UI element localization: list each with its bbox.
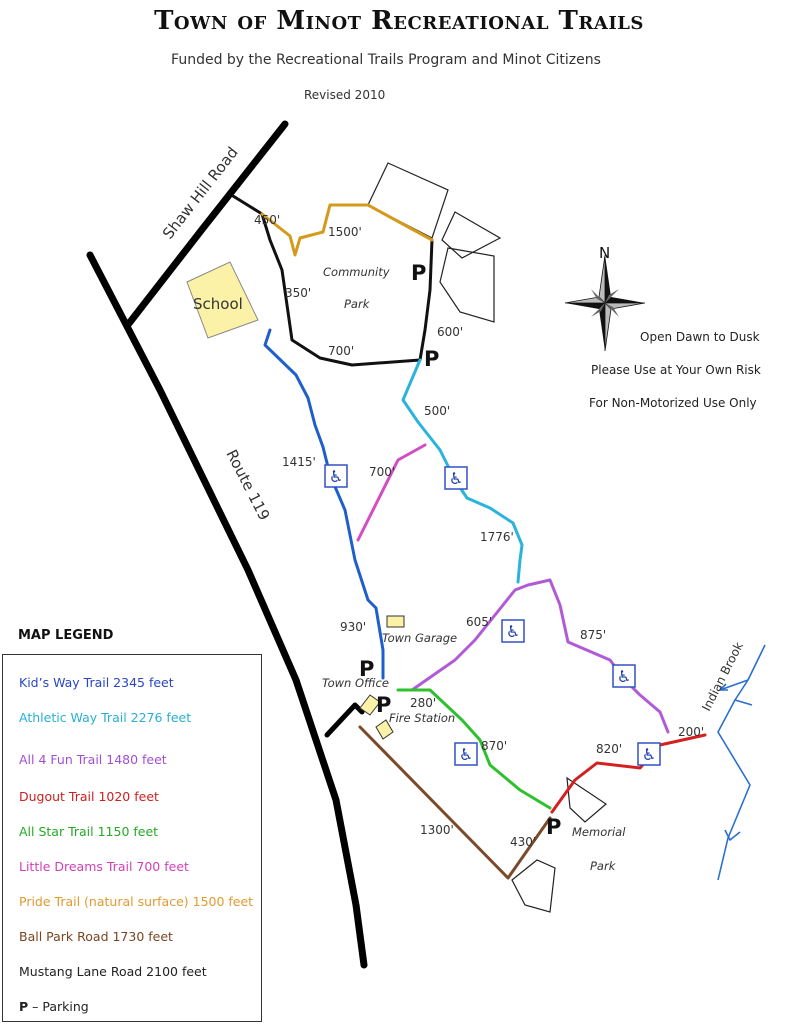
notice-non-motorized: For Non-Motorized Use Only — [589, 396, 757, 410]
parking-marker: P — [359, 657, 374, 681]
legend-dugout: Dugout Trail 1020 feet — [19, 789, 159, 804]
parking-marker: P — [546, 815, 561, 839]
compass-north-label: N — [599, 244, 610, 262]
pride-trail — [260, 203, 434, 257]
distance-label: 1415' — [282, 455, 316, 469]
distance-label: 820' — [596, 742, 622, 756]
community-park-label: Community — [323, 265, 390, 279]
notice-hours: Open Dawn to Dusk — [640, 330, 760, 344]
little-dreams-trail — [356, 443, 427, 542]
legend-little-dreams: Little Dreams Trail 700 feet — [19, 859, 189, 874]
svg-text:♿: ♿ — [329, 467, 343, 486]
distance-label: 500' — [424, 404, 450, 418]
parking-marker: P — [376, 693, 391, 717]
distance-label: 700' — [328, 344, 354, 358]
wheelchair-icon: ♿ — [444, 466, 468, 490]
svg-text:♿: ♿ — [449, 469, 463, 488]
school-building — [186, 261, 259, 339]
distance-label: 870' — [481, 739, 507, 753]
wheelchair-icon: ♿ — [501, 619, 525, 643]
building — [439, 247, 495, 323]
legend-parking-symbol: P — [19, 999, 29, 1014]
building — [367, 162, 449, 239]
distance-label: 930' — [340, 620, 366, 634]
shaw-hill-road — [123, 120, 289, 330]
revision-note: Revised 2010 — [304, 88, 386, 102]
building — [441, 211, 502, 259]
map-subtitle: Funded by the Recreational Trails Progra… — [171, 52, 601, 68]
distance-label: 875' — [580, 628, 606, 642]
wheelchair-icon: ♿ — [454, 742, 478, 766]
brook-arrow — [719, 683, 728, 691]
distance-label: 450' — [254, 213, 280, 227]
wheelchair-icon: ♿ — [637, 742, 661, 766]
svg-text:♿: ♿ — [617, 667, 631, 686]
distance-label: 605' — [466, 615, 492, 629]
svg-text:♿: ♿ — [459, 745, 473, 764]
access-road — [324, 702, 365, 738]
town-garage-label: Town Garage — [382, 631, 457, 645]
ball-park-road — [358, 725, 552, 880]
distance-label: 1776' — [480, 530, 514, 544]
legend-parking: P – Parking — [19, 999, 89, 1014]
legend-athletic-way: Athletic Way Trail 2276 feet — [19, 710, 192, 725]
legend-parking-text: – Parking — [28, 999, 89, 1014]
route-119-road — [86, 251, 368, 969]
all-star-trail — [396, 688, 552, 810]
indian-brook-label: Indian Brook — [699, 640, 746, 714]
wheelchair-icon: ♿ — [324, 464, 348, 488]
legend-kids-way: Kid’s Way Trail 2345 feet — [19, 675, 174, 690]
legend-mustang-lane-road: Mustang Lane Road 2100 feet — [19, 964, 207, 979]
svg-text:♿: ♿ — [506, 622, 520, 641]
town-office-building — [359, 694, 381, 716]
distance-label: 1500' — [328, 225, 362, 239]
distance-label: 280' — [410, 696, 436, 710]
town-garage-building — [386, 615, 405, 628]
legend-all-4-fun: All 4 Fun Trail 1480 feet — [19, 752, 167, 767]
memorial-park-label-line2: Park — [590, 859, 617, 873]
distance-label: 600' — [437, 325, 463, 339]
community-park-label-line2: Park — [344, 297, 371, 311]
distance-label: 1300' — [420, 823, 454, 837]
brook-tributary — [734, 699, 753, 706]
town-office-label: Town Office — [322, 676, 389, 690]
svg-text:♿: ♿ — [642, 745, 656, 764]
legend-all-star: All Star Trail 1150 feet — [19, 824, 159, 839]
distance-label: 430' — [510, 835, 536, 849]
accessible-icons: ♿ ♿ ♿ ♿ ♿ ♿ — [324, 464, 661, 766]
distance-label: 350' — [285, 286, 311, 300]
wheelchair-icon: ♿ — [612, 664, 636, 688]
map-title: Town of Minot Recreational Trails — [154, 6, 644, 36]
building — [566, 776, 607, 823]
all-4-fun-trail — [410, 578, 670, 734]
mustang-lane-road — [231, 194, 434, 367]
school-label: School — [193, 295, 243, 313]
building — [511, 859, 556, 913]
brook-tributary — [719, 679, 749, 691]
compass-rose-icon — [564, 254, 646, 352]
fire-station-building — [375, 719, 394, 740]
legend-title: MAP LEGEND — [18, 628, 114, 643]
distance-label: 200' — [678, 725, 704, 739]
dugout-trail — [550, 733, 707, 814]
brook-arrow — [724, 829, 741, 841]
map-legend: Kid’s Way Trail 2345 feet Athletic Way T… — [2, 654, 262, 1022]
fire-station-label: Fire Station — [389, 711, 455, 725]
distance-label: 700' — [369, 465, 395, 479]
legend-ball-park-road: Ball Park Road 1730 feet — [19, 929, 173, 944]
parking-marker: P — [411, 261, 426, 285]
legend-pride: Pride Trail (natural surface) 1500 feet — [19, 894, 254, 909]
notice-risk: Please Use at Your Own Risk — [591, 363, 761, 377]
route-119-label: Route 119 — [222, 447, 273, 524]
memorial-park-label: Memorial — [572, 825, 626, 839]
athletic-way-trail — [401, 358, 524, 584]
parking-marker: P — [424, 347, 439, 371]
